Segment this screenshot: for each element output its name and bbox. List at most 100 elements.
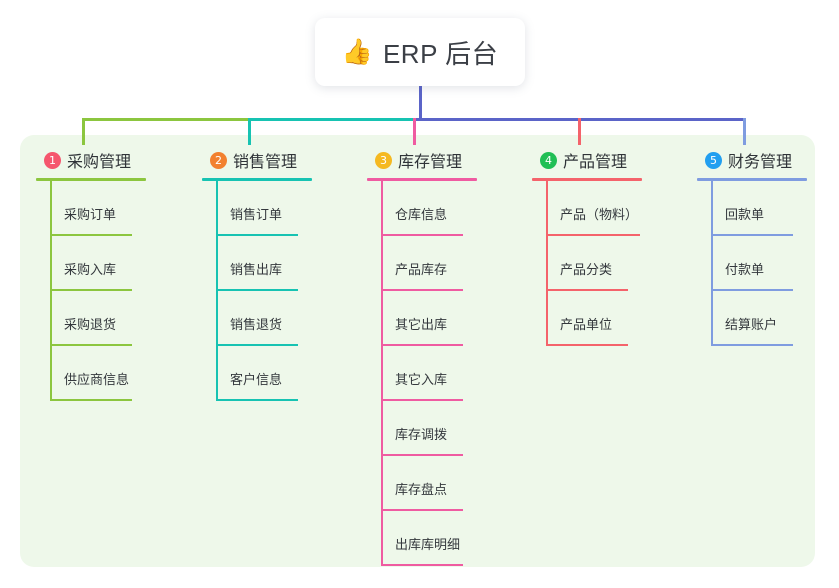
- branch-index-badge: 5: [705, 151, 722, 169]
- connector-horizontal: [82, 118, 251, 121]
- leaf-item-underline: [711, 289, 793, 291]
- leaf-item-label: 销售出库: [230, 262, 283, 277]
- leaf-item-label: 产品单位: [560, 317, 613, 332]
- leaf-item-label: 回款单: [725, 207, 765, 222]
- leaf-item[interactable]: 库存调拨: [381, 401, 477, 456]
- branch-index-badge: 1: [44, 151, 61, 169]
- leaf-item[interactable]: 结算账户: [711, 291, 807, 346]
- leaf-item[interactable]: 产品库存: [381, 236, 477, 291]
- branch-header-underline: [36, 178, 146, 181]
- leaf-item-underline: [216, 289, 298, 291]
- branch-header-1[interactable]: 1 采购管理: [36, 148, 146, 172]
- leaf-item[interactable]: 采购退货: [50, 291, 146, 346]
- leaf-item-label: 产品分类: [560, 262, 613, 277]
- leaf-item-label: 销售退货: [230, 317, 283, 332]
- leaf-item[interactable]: 采购入库: [50, 236, 146, 291]
- leaf-item-underline: [381, 289, 463, 291]
- branch-column-1: 1 采购管理采购订单采购入库采购退货供应商信息: [36, 148, 146, 401]
- leaf-item[interactable]: 付款单: [711, 236, 807, 291]
- leaf-item-label: 产品（物料）: [560, 207, 639, 222]
- leaf-item-underline: [546, 234, 640, 236]
- leaf-item[interactable]: 产品（物料）: [546, 181, 642, 236]
- leaf-item-label: 仓库信息: [395, 207, 448, 222]
- leaf-item[interactable]: 采购订单: [50, 181, 146, 236]
- branch-header-underline: [202, 178, 312, 181]
- leaf-item[interactable]: 客户信息: [216, 346, 312, 401]
- leaf-item[interactable]: 仓库信息: [381, 181, 477, 236]
- connector-vertical: [82, 118, 85, 145]
- branch-spine: [216, 181, 218, 401]
- leaf-item[interactable]: 产品分类: [546, 236, 642, 291]
- branch-title: 销售管理: [233, 154, 298, 171]
- branch-items: 产品（物料） 产品分类产品单位: [546, 181, 642, 346]
- leaf-item-underline: [381, 454, 463, 456]
- leaf-item[interactable]: 其它出库: [381, 291, 477, 346]
- connector-horizontal: [248, 118, 416, 121]
- connector-vertical: [248, 118, 251, 145]
- leaf-item-underline: [50, 344, 132, 346]
- leaf-item-label: 其它出库: [395, 317, 448, 332]
- leaf-item[interactable]: 回款单: [711, 181, 807, 236]
- branch-column-3: 3 库存管理仓库信息产品库存其它出库其它入库库存调拨库存盘点出库库明细: [367, 148, 477, 566]
- branches-panel: [20, 135, 815, 567]
- branch-items: 采购订单采购入库采购退货供应商信息: [50, 181, 146, 401]
- root-title: ERP 后台: [382, 38, 499, 69]
- branch-column-5: 5 财务管理回款单付款单结算账户: [697, 148, 807, 346]
- branch-spine: [711, 181, 713, 346]
- branch-title: 产品管理: [563, 154, 628, 171]
- branch-header-3[interactable]: 3 库存管理: [367, 148, 477, 172]
- branch-header-underline: [697, 178, 807, 181]
- leaf-item-label: 其它入库: [395, 372, 448, 387]
- leaf-item-label: 库存调拨: [395, 427, 448, 442]
- leaf-item[interactable]: 出库库明细: [381, 511, 477, 566]
- leaf-item-label: 供应商信息: [64, 372, 130, 387]
- leaf-item-label: 产品库存: [395, 262, 448, 277]
- branch-title: 财务管理: [728, 154, 793, 171]
- branch-items: 回款单付款单结算账户: [711, 181, 807, 346]
- leaf-item[interactable]: 销售订单: [216, 181, 312, 236]
- leaf-item-underline: [711, 344, 793, 346]
- leaf-item-underline: [50, 399, 132, 401]
- leaf-item-label: 结算账户: [725, 317, 778, 332]
- leaf-item-label: 出库库明细: [395, 537, 461, 552]
- branch-header-underline: [532, 178, 642, 181]
- leaf-item-underline: [711, 234, 793, 236]
- connector-vertical: [578, 118, 581, 145]
- branch-items: 仓库信息产品库存其它出库其它入库库存调拨库存盘点出库库明细: [381, 181, 477, 566]
- branch-header-4[interactable]: 4 产品管理: [532, 148, 642, 172]
- leaf-item-label: 库存盘点: [395, 482, 448, 497]
- root-node[interactable]: 👍 ERP 后台: [315, 18, 525, 86]
- branch-spine: [381, 181, 383, 566]
- branch-index-badge: 3: [375, 151, 392, 169]
- branch-items: 销售订单销售出库销售退货客户信息: [216, 181, 312, 401]
- leaf-item[interactable]: 销售出库: [216, 236, 312, 291]
- leaf-item[interactable]: 产品单位: [546, 291, 642, 346]
- leaf-item-underline: [381, 234, 463, 236]
- leaf-item-underline: [216, 234, 298, 236]
- leaf-item[interactable]: 销售退货: [216, 291, 312, 346]
- leaf-item-underline: [216, 344, 298, 346]
- leaf-item-underline: [381, 564, 463, 566]
- branch-title: 库存管理: [398, 154, 463, 171]
- leaf-item[interactable]: 供应商信息: [50, 346, 146, 401]
- connector-vertical: [743, 118, 746, 145]
- thumbs-up-icon: 👍: [341, 37, 373, 66]
- leaf-item[interactable]: 其它入库: [381, 346, 477, 401]
- leaf-item[interactable]: 库存盘点: [381, 456, 477, 511]
- leaf-item-label: 采购入库: [64, 262, 117, 277]
- branch-spine: [50, 181, 52, 401]
- branch-index-badge: 4: [540, 151, 557, 169]
- branch-header-5[interactable]: 5 财务管理: [697, 148, 807, 172]
- leaf-item-underline: [50, 289, 132, 291]
- connector-vertical: [419, 86, 422, 121]
- branch-title: 采购管理: [67, 154, 132, 171]
- leaf-item-underline: [216, 399, 298, 401]
- branch-spine: [546, 181, 548, 346]
- branch-column-4: 4 产品管理产品（物料） 产品分类产品单位: [532, 148, 642, 346]
- leaf-item-underline: [381, 509, 463, 511]
- branch-header-underline: [367, 178, 477, 181]
- leaf-item-label: 客户信息: [230, 372, 283, 387]
